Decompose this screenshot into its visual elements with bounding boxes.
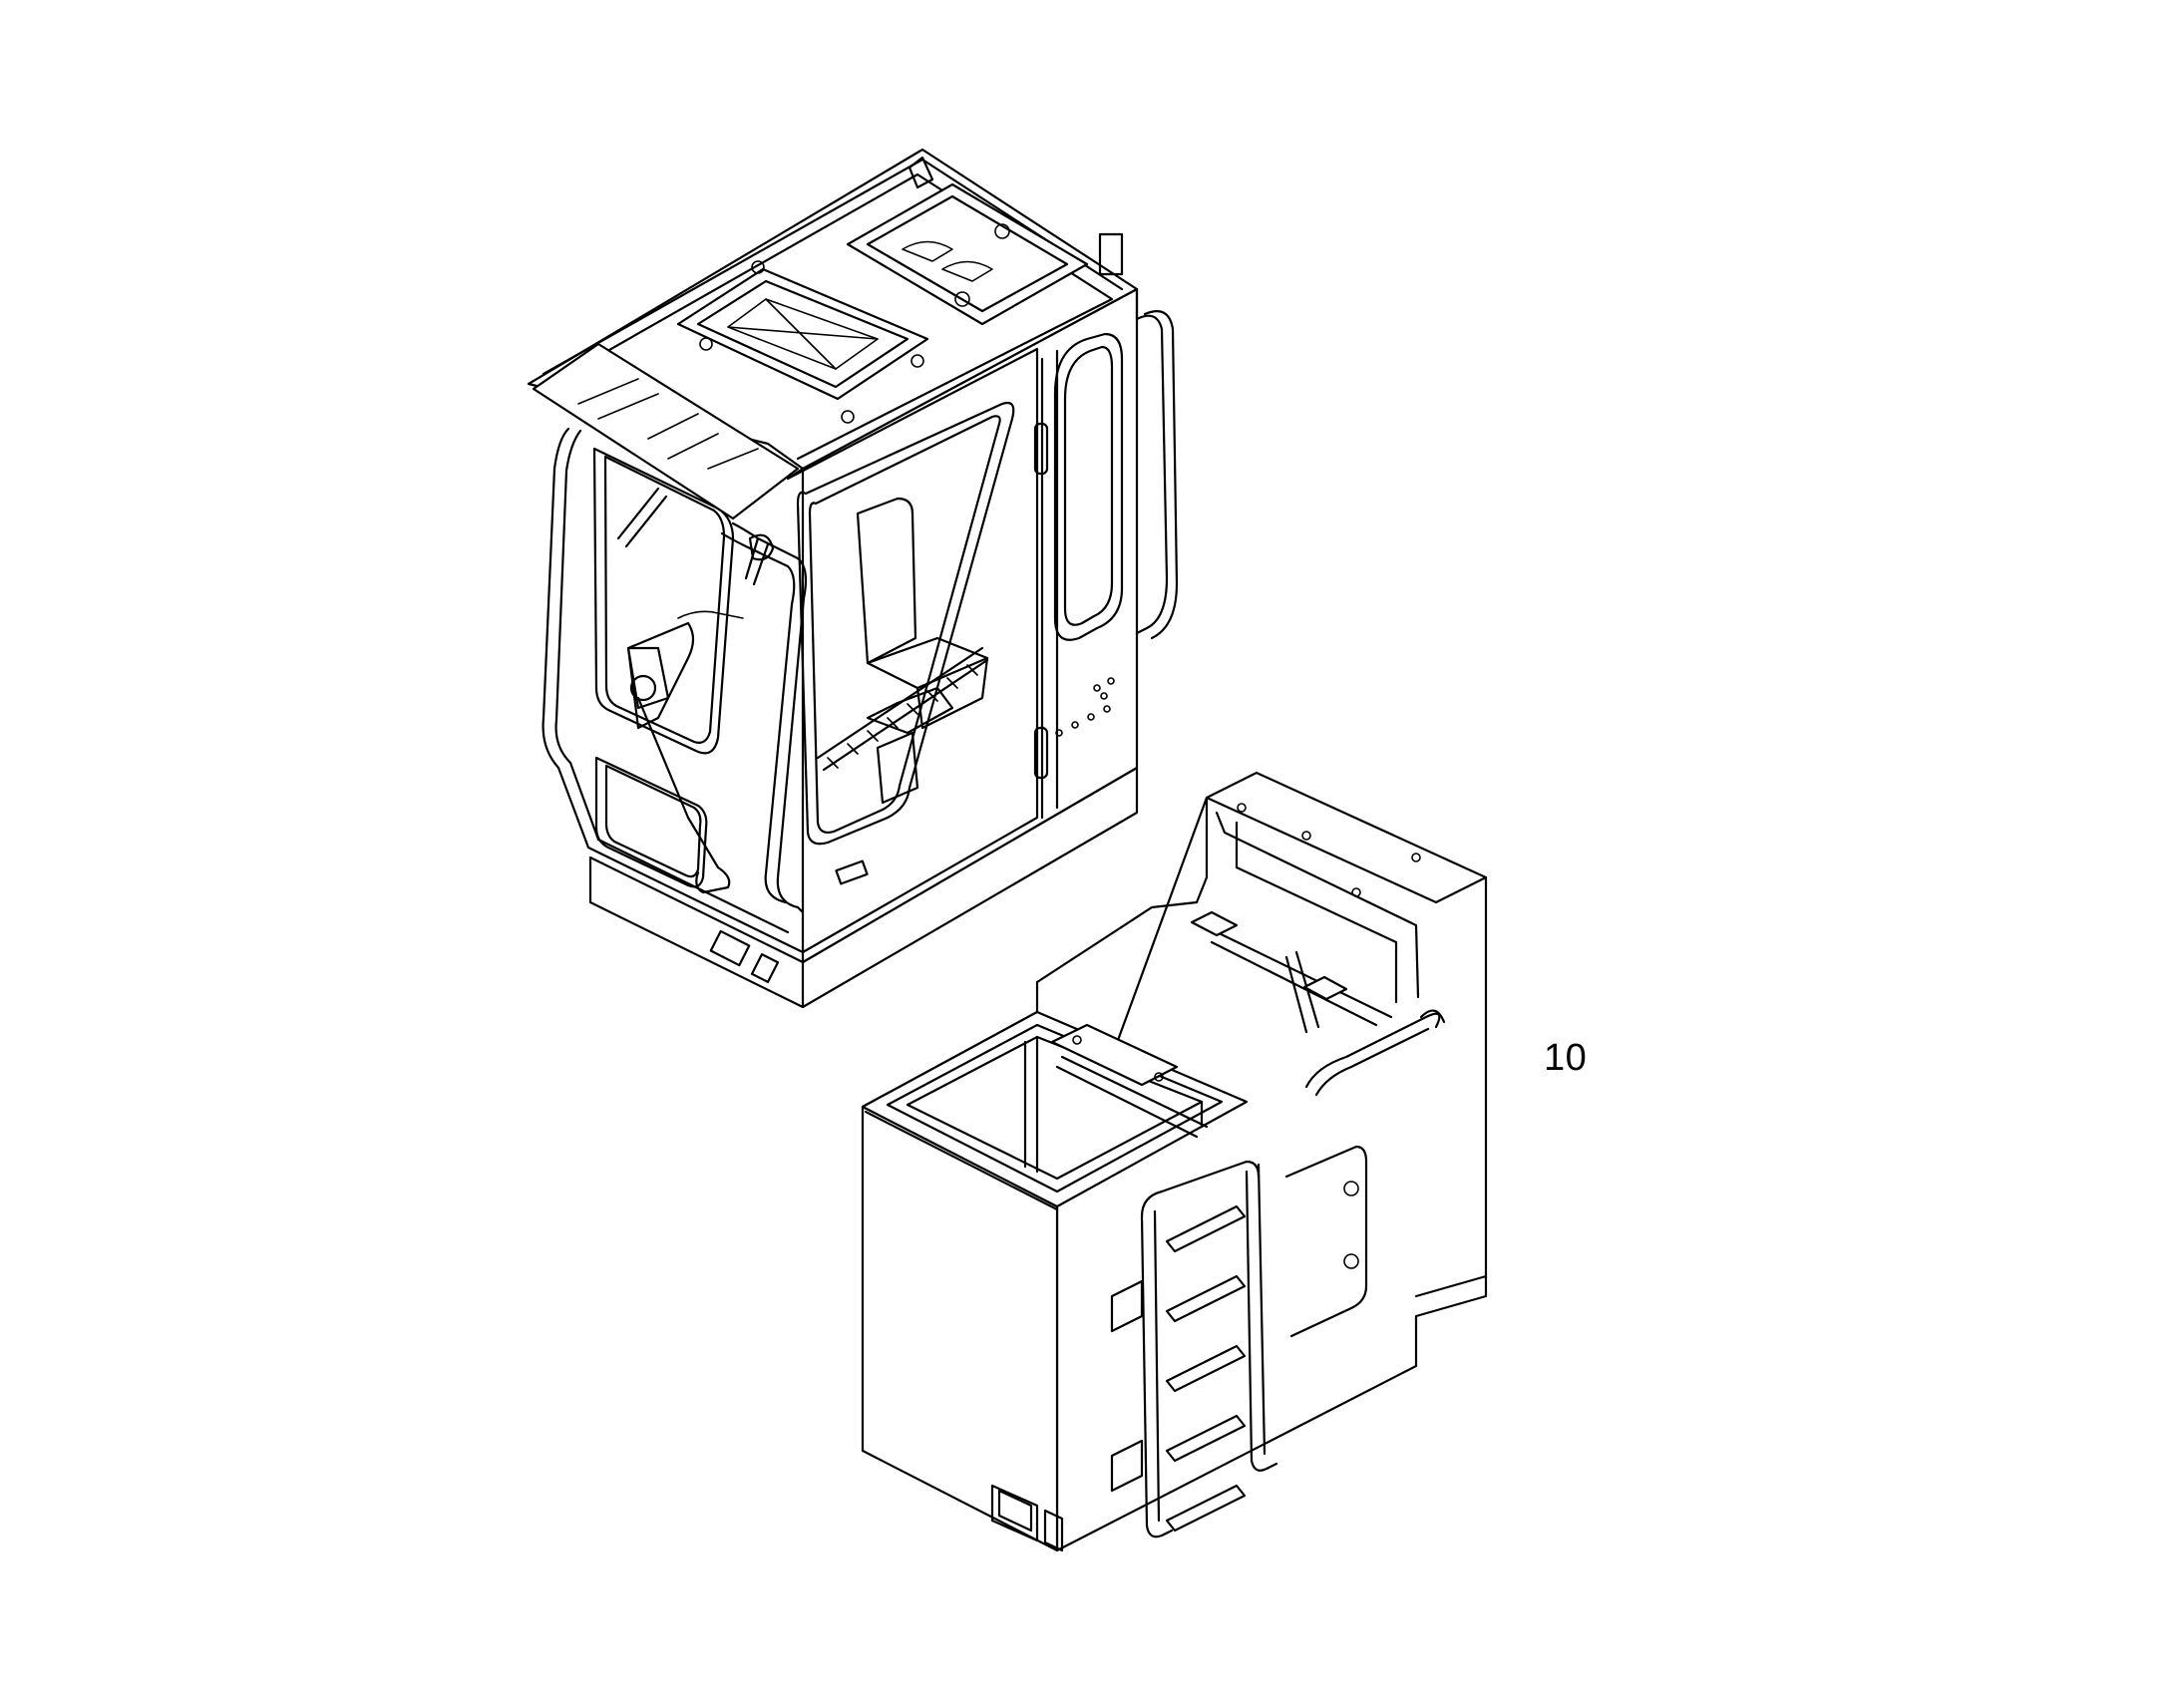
operator-cab	[527, 148, 1179, 1009]
cab-roof	[527, 148, 1139, 520]
access-ladder	[1110, 1160, 1278, 1538]
base-housing	[861, 771, 1488, 1552]
ladder-rungs	[1165, 1204, 1247, 1533]
cab-door	[786, 347, 1039, 954]
part-callout-number: 10	[1544, 1037, 1588, 1079]
cab-front-frame	[542, 427, 808, 954]
